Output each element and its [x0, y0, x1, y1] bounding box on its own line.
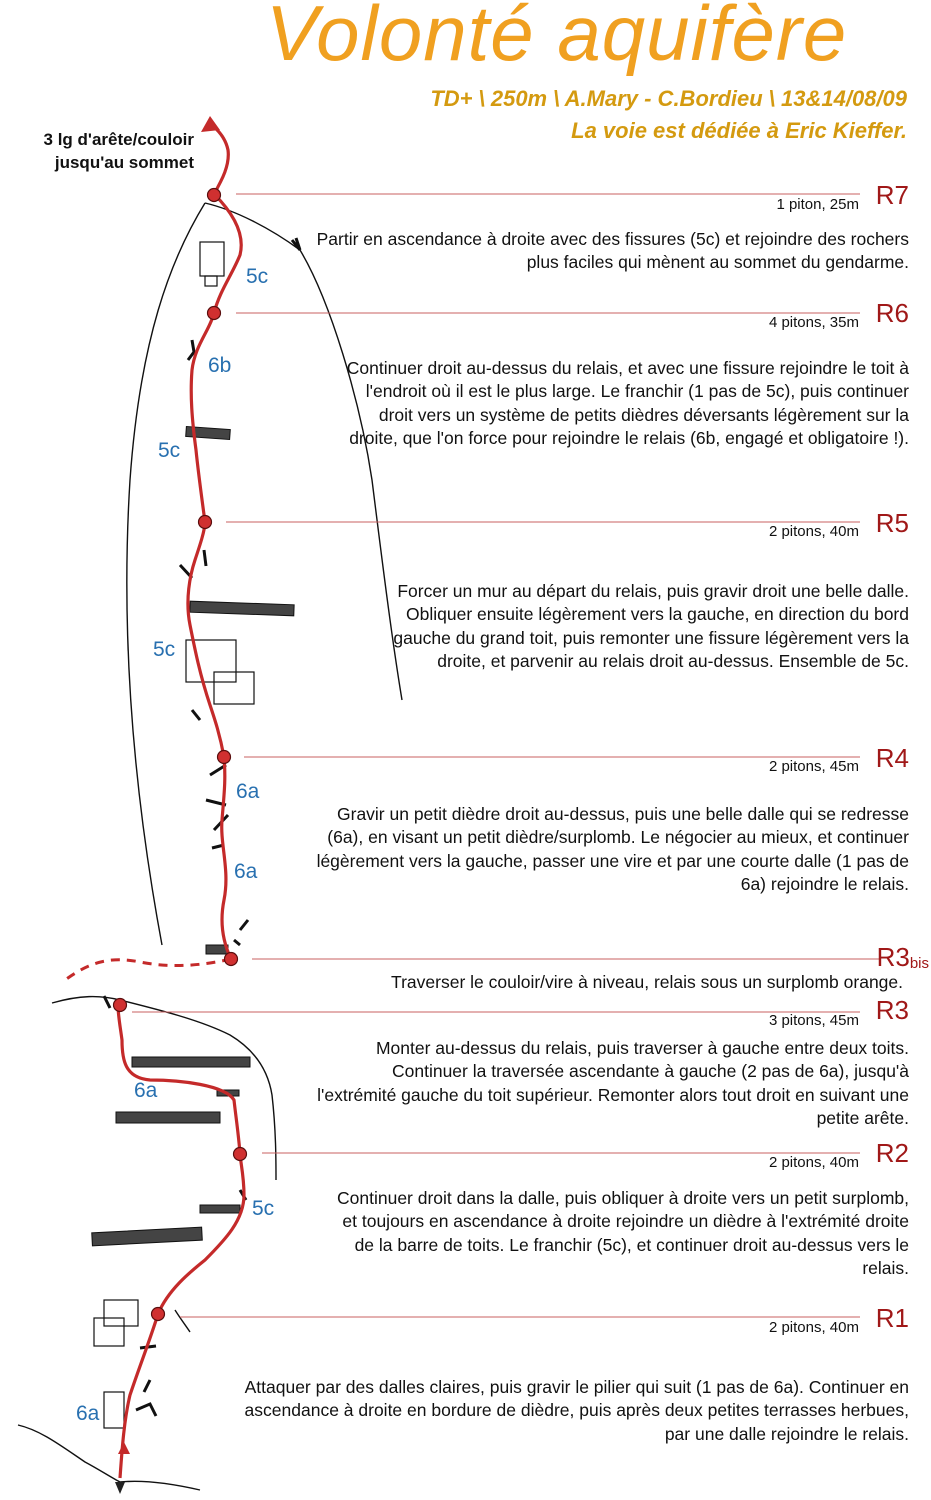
roof-r3-lower: [115, 1111, 221, 1124]
mark-r1-b: [135, 1402, 158, 1417]
grade-label-r6-upper: 6b: [208, 354, 232, 377]
mark-r3: [102, 995, 112, 1009]
route-line-summit: [211, 124, 230, 195]
block-r5-a: [185, 639, 237, 683]
gendarme-outline-right: [204, 202, 403, 701]
relay-label-r1: R1: [875, 1303, 909, 1333]
lower-left-edge: [174, 1309, 191, 1333]
route-dedication: La voie est dédiée à Eric Kieffer.: [571, 118, 907, 143]
route-lower-arrow: [118, 1442, 130, 1454]
ground-line: [17, 1424, 201, 1491]
relay-label-r3bis: R3bis: [877, 944, 929, 971]
relay-label-r3bis-suffix: bis: [909, 955, 929, 972]
gendarme-summit-tick: [290, 237, 302, 251]
block-r1-b: [93, 1317, 125, 1347]
roof-features: [91, 425, 295, 1247]
pitch-description-r1: Attaquer par des dalles claires, puis gr…: [244, 1377, 909, 1444]
mark-r1-a: [139, 1344, 157, 1393]
relay-dot-r6: [206, 305, 222, 321]
page-title: Volonté aquifère: [266, 0, 848, 77]
relay-dot-r3: [112, 997, 128, 1013]
block-r7: [199, 241, 225, 277]
block-features: [93, 241, 255, 1429]
relay-pitons-r7: 1 piton, 25m: [776, 196, 859, 213]
mark-r4-b: [211, 813, 230, 850]
relay-dot-r1: [150, 1306, 166, 1322]
top-note-line-2: jusqu'au sommet: [54, 153, 194, 172]
relay-label-r4: R4: [875, 743, 909, 773]
relay-dot-r7: [206, 187, 222, 203]
pitch-description-r3: Monter au-dessus du relais, puis travers…: [317, 1038, 909, 1128]
grade-label-r3: 6a: [134, 1079, 158, 1102]
small-marks: [102, 339, 250, 1417]
pitch-description-r2: Continuer droit dans la dalle, puis obli…: [337, 1188, 909, 1278]
grade-label-r2: 5c: [252, 1197, 275, 1220]
roof-small-b: [199, 1204, 241, 1214]
relay-label-r7: R7: [875, 180, 909, 210]
mark-6b: [186, 339, 196, 361]
grade-label-r6-lower: 5c: [158, 439, 181, 462]
roof-r6: [185, 425, 231, 441]
block-r1-a: [103, 1299, 139, 1327]
block-r7-foot: [204, 275, 218, 287]
grade-label-r5: 5c: [153, 638, 176, 661]
big-roof: [189, 600, 295, 617]
roof-r2: [91, 1226, 203, 1247]
relay-pitons-r6: 4 pitons, 35m: [768, 314, 859, 331]
route-summary: TD+ \ 250m \ A.Mary - C.Bordieu \ 13&14/…: [430, 86, 907, 111]
pitch-description-r7: Partir en ascendance à droite avec des f…: [316, 229, 909, 273]
route-line-lower: [116, 1004, 246, 1479]
relay-dot-r2: [232, 1146, 248, 1162]
relay-guide-lines: [132, 193, 880, 1318]
relay-dots: [112, 187, 248, 1322]
route-arrow-head: [201, 116, 220, 132]
top-note-line-1: 3 lg d'arête/couloir: [43, 130, 194, 149]
relay-dot-r5: [197, 514, 213, 530]
relay-pitons-r2: 2 pitons, 40m: [768, 1154, 859, 1171]
mark-r3bis: [233, 919, 250, 947]
block-r5-b: [213, 671, 255, 705]
pitch-description-r4: Gravir un petit dièdre droit au-dessus, …: [316, 804, 909, 894]
route-traverse-dashed: [64, 957, 232, 982]
relay-label-r2: R2: [875, 1138, 909, 1168]
grade-label-r4-lower: 6a: [234, 860, 258, 883]
relay-label-r3: R3: [875, 995, 909, 1025]
roof-r3-upper: [131, 1056, 251, 1068]
top-note: 3 lg d'arête/couloir jusqu'au sommet: [22, 128, 194, 174]
block-r1-c: [103, 1391, 125, 1429]
pitch-description-r5: Forcer un mur au départ du relais, puis …: [393, 581, 909, 671]
relay-pitons-r3: 3 pitons, 45m: [768, 1012, 859, 1029]
grade-label-r4-upper: 6a: [236, 780, 260, 803]
pitch-description-r3bis: Traverser le couloir/vire à niveau, rela…: [391, 972, 903, 992]
relay-label-r6: R6: [875, 298, 909, 328]
relay-label-r5: R5: [875, 508, 909, 538]
pitch-description-r6: Continuer droit au-dessus du relais, et …: [346, 358, 909, 448]
mark-r5-b: [190, 709, 202, 721]
relay-pitons-r1: 2 pitons, 40m: [768, 1319, 859, 1336]
relay-label-r3bis-id: R3: [876, 942, 910, 972]
grade-label-r7-pitch: 5c: [246, 265, 269, 288]
gendarme-outline-left: [126, 202, 206, 946]
relay-pitons-r4: 2 pitons, 45m: [768, 758, 859, 775]
relay-dot-r3bis: [223, 951, 239, 967]
relay-pitons-r5: 2 pitons, 40m: [768, 523, 859, 540]
grade-label-r1: 6a: [76, 1402, 100, 1425]
relay-dot-r4: [216, 749, 232, 765]
start-marker: [115, 1482, 125, 1494]
